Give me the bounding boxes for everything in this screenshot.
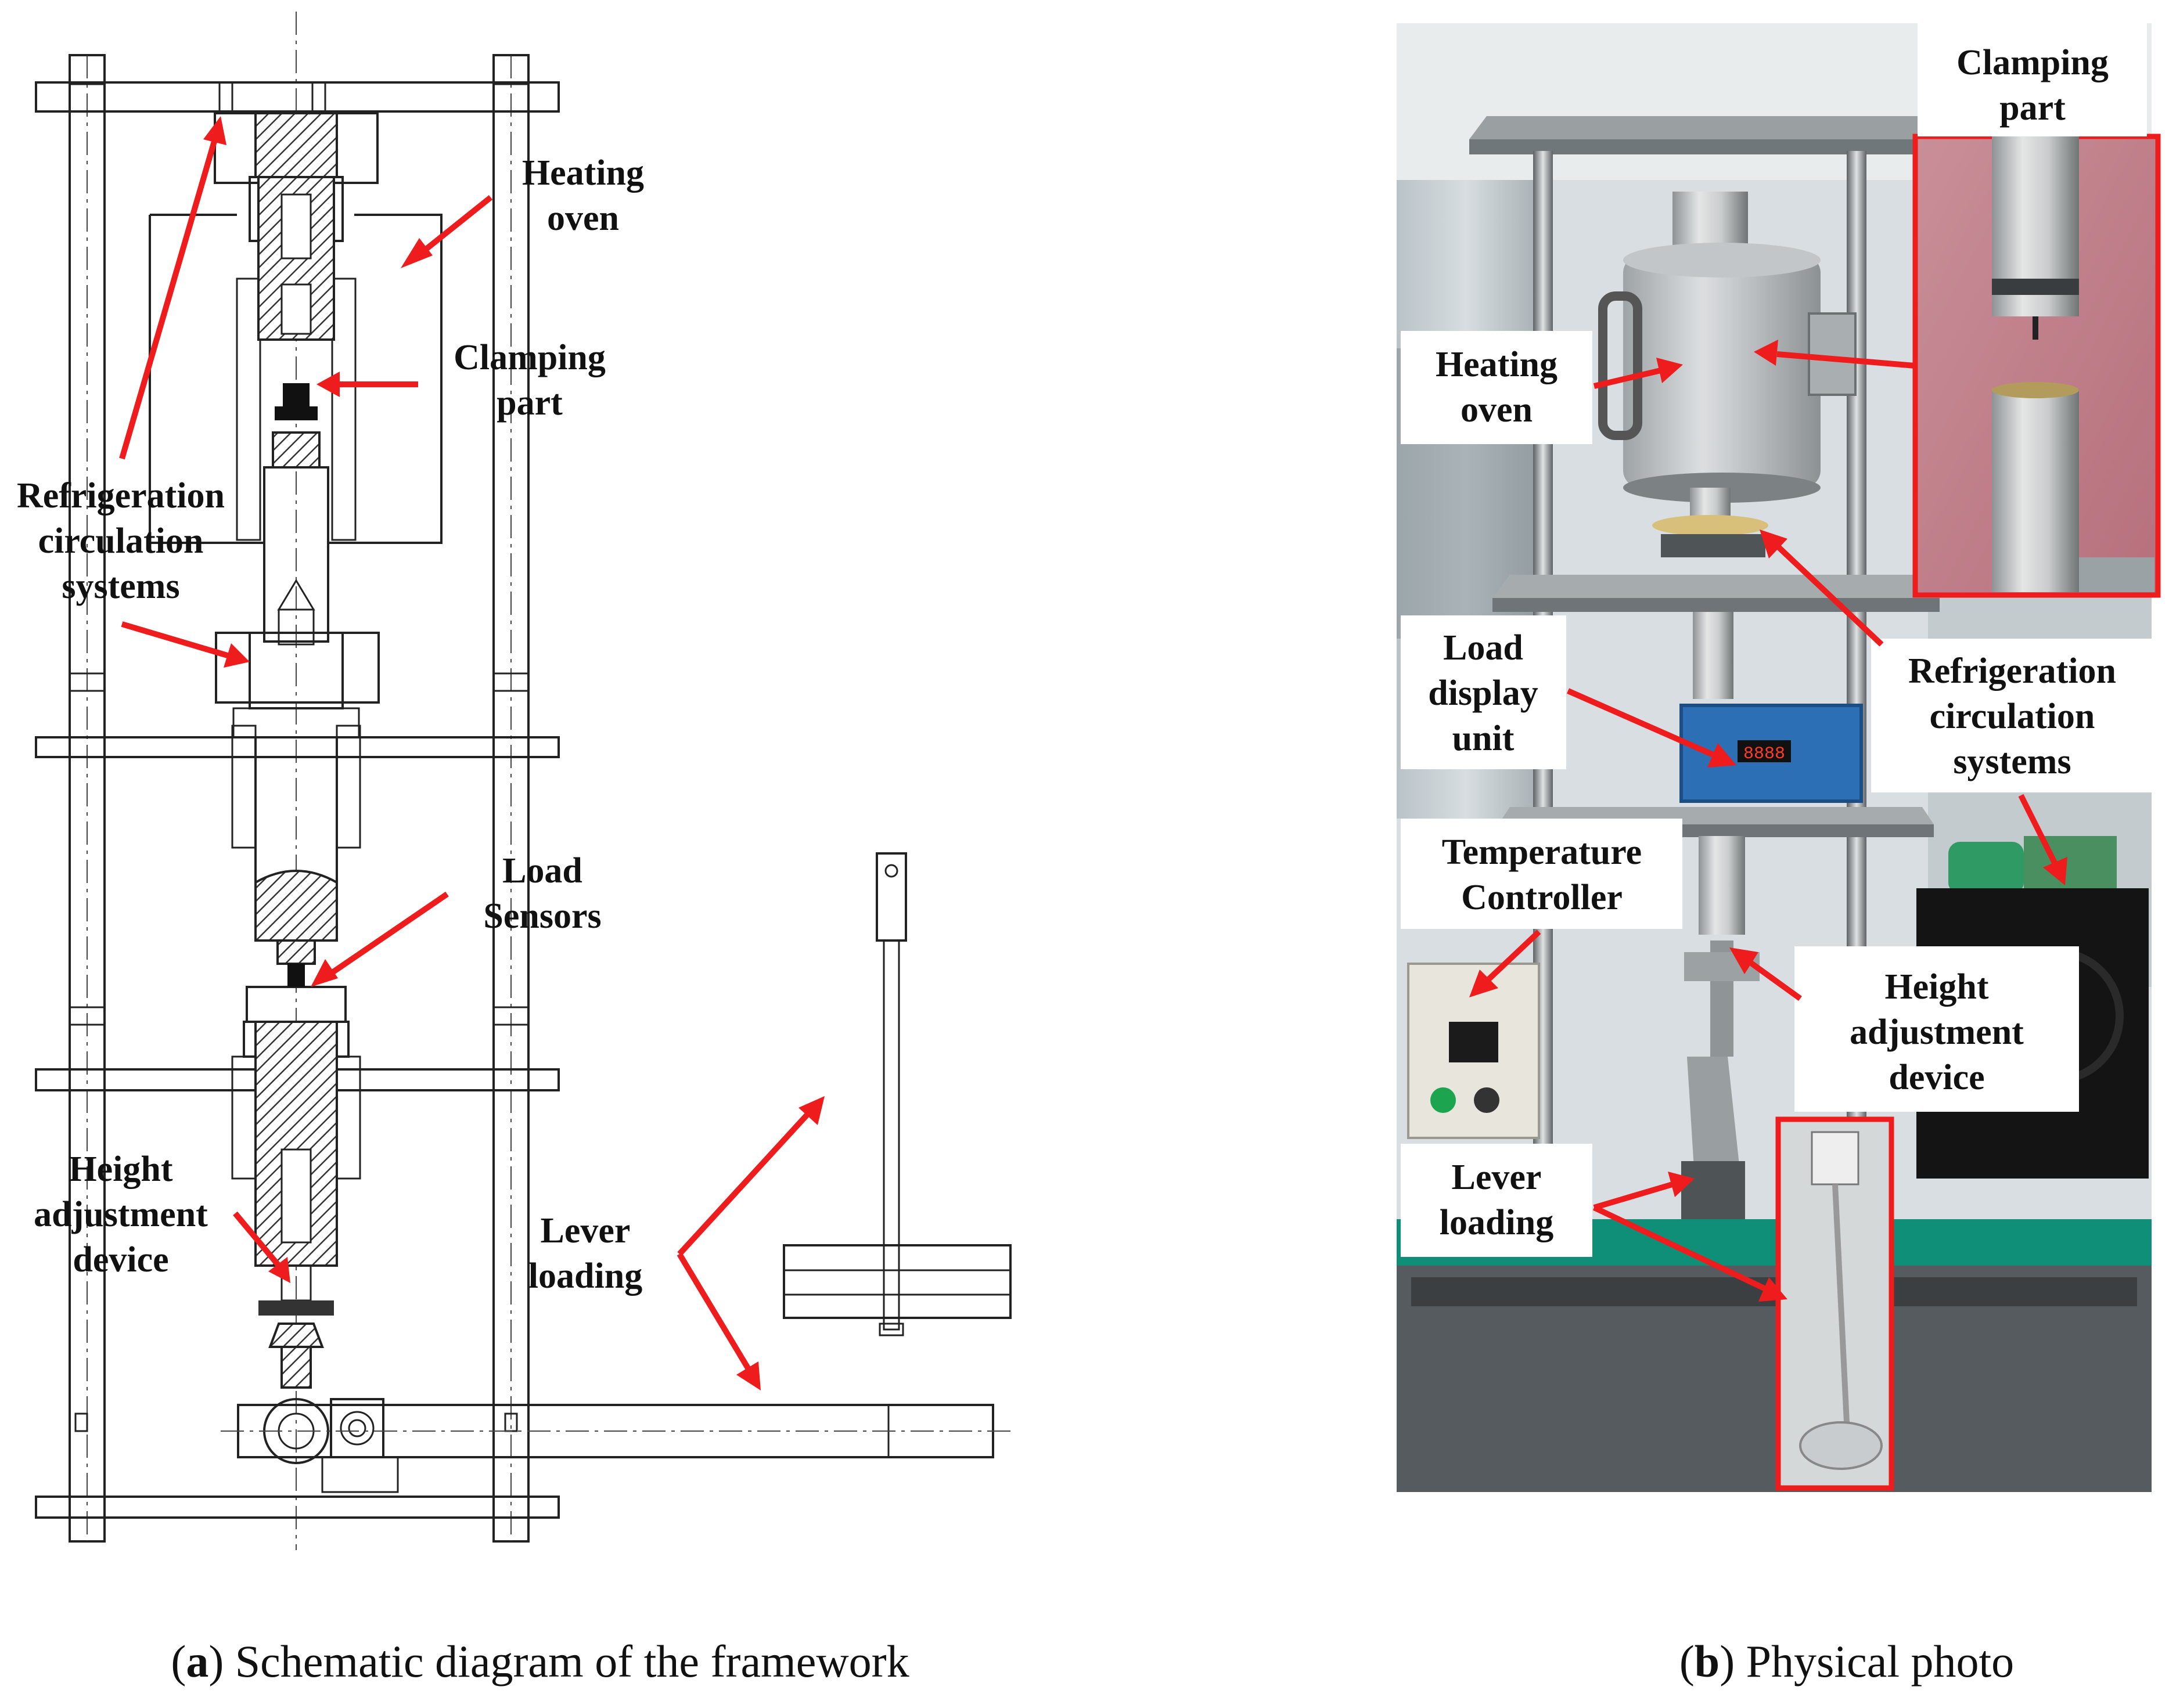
photo-refrigeration-pump	[1948, 842, 2024, 894]
caption-b: (b) Physical photo	[1679, 1636, 2014, 1687]
svg-text:oven: oven	[547, 199, 619, 238]
svg-text:adjustment: adjustment	[34, 1195, 208, 1234]
weight-rod	[883, 939, 900, 1331]
svg-text:Refrigeration: Refrigeration	[17, 476, 225, 516]
svg-text:adjustment: adjustment	[1850, 1012, 2024, 1052]
svg-text:Load: Load	[502, 851, 582, 891]
svg-text:Heating: Heating	[1436, 345, 1557, 384]
caption-a: (a) Schematic diagram of the framework	[171, 1636, 909, 1687]
top-plate	[35, 81, 560, 113]
label-clamping-part-b: Clamping part	[1956, 43, 2109, 128]
svg-text:systems: systems	[1953, 742, 2071, 781]
svg-text:Temperature: Temperature	[1442, 833, 1642, 872]
svg-text:systems: systems	[62, 567, 179, 606]
svg-text:loading: loading	[1440, 1203, 1553, 1242]
svg-text:Clamping: Clamping	[454, 338, 606, 377]
svg-text:Refrigeration: Refrigeration	[1908, 651, 2116, 691]
label-heating-oven-b: Heating oven	[1436, 345, 1557, 430]
svg-text:part: part	[1999, 88, 2066, 128]
label-refrigeration-b: Refrigeration circulation systems	[1908, 651, 2116, 781]
svg-text:display: display	[1428, 673, 1538, 713]
photo-heating-oven	[1623, 255, 1821, 488]
svg-text:Height: Height	[69, 1150, 172, 1189]
schematic-panel: Heating oven Clamping part Refrigeration…	[17, 12, 1012, 1687]
svg-text:Clamping: Clamping	[1956, 43, 2109, 82]
label-load-sensors-a: Load Sensors	[483, 851, 601, 936]
svg-text:Heating: Heating	[522, 153, 644, 193]
label-clamping-part-a: Clamping part	[454, 338, 606, 423]
svg-text:oven: oven	[1461, 390, 1533, 430]
svg-text:Load: Load	[1443, 628, 1523, 668]
svg-text:Controller: Controller	[1461, 878, 1623, 917]
annotation-arrows-a	[119, 116, 825, 1390]
oven-outline-right	[328, 214, 443, 544]
svg-text:unit: unit	[1452, 719, 1515, 758]
label-lever-loading-b: Lever loading	[1440, 1158, 1553, 1242]
bottom-plate	[35, 1496, 560, 1519]
oven-outline-left	[149, 215, 264, 544]
label-temperature-controller-b: Temperature Controller	[1442, 833, 1642, 917]
svg-text:loading: loading	[528, 1256, 642, 1296]
photo-panel: 8888	[1397, 23, 2161, 1687]
svg-text:Height: Height	[1884, 967, 1988, 1007]
label-heating-oven-a: Heating oven	[522, 153, 644, 238]
svg-text:Lever: Lever	[1452, 1158, 1542, 1197]
middle-plate-1	[35, 736, 560, 758]
svg-text:Sensors: Sensors	[483, 896, 601, 936]
weight-hanger-top	[876, 852, 907, 942]
lower-cooling-housing	[215, 632, 380, 704]
label-lever-loading-a: Lever loading	[528, 1211, 642, 1296]
label-load-display-b: Load display unit	[1428, 628, 1538, 758]
svg-text:part: part	[497, 383, 563, 423]
weight-plates	[783, 1244, 1012, 1319]
svg-text:device: device	[1889, 1058, 1984, 1097]
annotation-arrows-b	[1469, 340, 2067, 1302]
svg-text:Lever: Lever	[541, 1211, 631, 1251]
lower-rod	[263, 466, 329, 643]
label-height-adjustment-a: Height adjustment device	[34, 1150, 208, 1280]
svg-text:circulation: circulation	[38, 521, 204, 561]
svg-text:device: device	[73, 1240, 168, 1280]
label-refrigeration-a: Refrigeration circulation systems	[17, 476, 225, 606]
svg-text:circulation: circulation	[1930, 697, 2095, 736]
display-readout: 8888	[1743, 744, 1785, 764]
label-height-adjustment-b: Height adjustment device	[1850, 967, 2024, 1097]
